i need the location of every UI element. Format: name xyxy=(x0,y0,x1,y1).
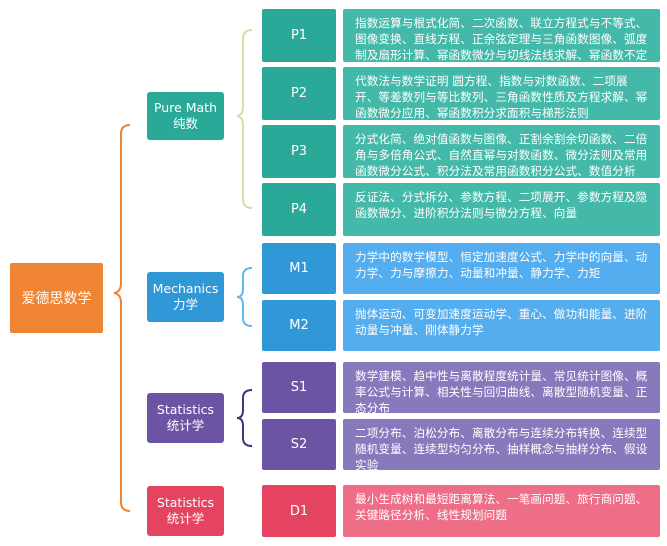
unit-code-label: D1 xyxy=(289,503,309,519)
unit-code-label: P1 xyxy=(290,28,308,43)
root-label: 爱德思数学 xyxy=(21,291,92,307)
branch-label-en: Mechanics xyxy=(152,281,219,296)
unit-code-m1: M1 xyxy=(262,243,336,294)
branch-label-en: Statistics xyxy=(156,402,215,417)
root-node: 爱德思数学 xyxy=(10,263,103,333)
unit-desc-m2: 抛体运动、可变加速度运动学、重心、做功和能量、进阶动量与冲量、刚体静力学 xyxy=(343,300,660,351)
unit-code-p3: P3 xyxy=(262,125,336,178)
branch-label-cn: 统计学 xyxy=(166,418,205,433)
unit-code-label: S2 xyxy=(290,437,308,452)
branch-mechanics: Mechanics 力学 xyxy=(147,272,224,322)
unit-code-s1: S1 xyxy=(262,362,336,413)
unit-desc-p3: 分式化简、绝对值函数与图像、正割余割余切函数、二倍角与多倍角公式、自然直幂与对数… xyxy=(343,125,660,178)
unit-desc-text: 力学中的数学模型、恒定加速度公式、力学中的向量、动力学、力与摩擦力、动量和冲量、… xyxy=(355,250,648,280)
unit-desc-text: 抛体运动、可变加速度运动学、重心、做功和能量、进阶动量与冲量、刚体静力学 xyxy=(355,307,648,337)
unit-desc-text: 分式化简、绝对值函数与图像、正割余割余切函数、二倍角与多倍角公式、自然直幂与对数… xyxy=(355,132,648,178)
unit-code-s2: S2 xyxy=(262,419,336,470)
unit-desc-d1: 最小生成树和最短距离算法、一笔画问题、旅行商问题、关键路径分析、线性规划问题 xyxy=(343,485,660,537)
unit-code-p1: P1 xyxy=(262,9,336,62)
unit-code-label: P2 xyxy=(290,86,308,101)
unit-desc-text: 最小生成树和最短距离算法、一笔画问题、旅行商问题、关键路径分析、线性规划问题 xyxy=(355,492,648,522)
branch-pure-math: Pure Math 纯数 xyxy=(147,92,224,140)
root-bracket xyxy=(113,124,131,512)
unit-code-label: P3 xyxy=(290,144,308,159)
unit-code-label: P4 xyxy=(290,202,308,217)
unit-code-p4: P4 xyxy=(262,183,336,236)
unit-desc-text: 二项分布、泊松分布、离散分布与连续分布转换、连续型随机变量、连续型均匀分布、抽样… xyxy=(355,426,648,472)
branch-label-en: Statistics xyxy=(156,495,215,510)
branch-label-cn: 统计学 xyxy=(166,511,205,526)
unit-desc-s1: 数学建模、趋中性与离散程度统计量、常见统计图像、概率公式与计算、相关性与回归曲线… xyxy=(343,362,660,415)
unit-desc-p2: 代数法与数学证明 圆方程、指数与对数函数、二项展开、等差数列与等比数列、三角函数… xyxy=(343,67,660,120)
unit-code-d1: D1 xyxy=(262,485,336,537)
branch-statistics: Statistics 统计学 xyxy=(147,393,224,443)
unit-desc-s2: 二项分布、泊松分布、离散分布与连续分布转换、连续型随机变量、连续型均匀分布、抽样… xyxy=(343,419,660,472)
statistics-bracket xyxy=(236,389,253,447)
unit-desc-p4: 反证法、分式拆分、参数方程、二项展开、参数方程及隐函数微分、进阶积分法则与微分方… xyxy=(343,183,660,236)
branch-decision: Statistics 统计学 xyxy=(147,486,224,536)
unit-desc-text: 代数法与数学证明 圆方程、指数与对数函数、二项展开、等差数列与等比数列、三角函数… xyxy=(355,74,648,120)
branch-label-cn: 力学 xyxy=(172,297,198,312)
unit-desc-text: 数学建模、趋中性与离散程度统计量、常见统计图像、概率公式与计算、相关性与回归曲线… xyxy=(355,369,648,415)
unit-code-label: S1 xyxy=(290,380,308,395)
unit-code-m2: M2 xyxy=(262,300,336,351)
unit-code-label: M1 xyxy=(289,261,309,276)
unit-desc-p1: 指数运算与根式化简、二次函数、联立方程式与不等式、图像变换、直线方程、正余弦定理… xyxy=(343,9,660,78)
unit-desc-text: 反证法、分式拆分、参数方程、二项展开、参数方程及隐函数微分、进阶积分法则与微分方… xyxy=(355,190,648,220)
unit-code-p2: P2 xyxy=(262,67,336,120)
mechanics-bracket xyxy=(236,267,253,327)
branch-label-en: Pure Math xyxy=(153,100,218,115)
pure-math-bracket xyxy=(236,29,253,209)
branch-label-cn: 纯数 xyxy=(172,116,198,131)
unit-code-label: M2 xyxy=(289,318,309,333)
unit-desc-m1: 力学中的数学模型、恒定加速度公式、力学中的向量、动力学、力与摩擦力、动量和冲量、… xyxy=(343,243,660,294)
